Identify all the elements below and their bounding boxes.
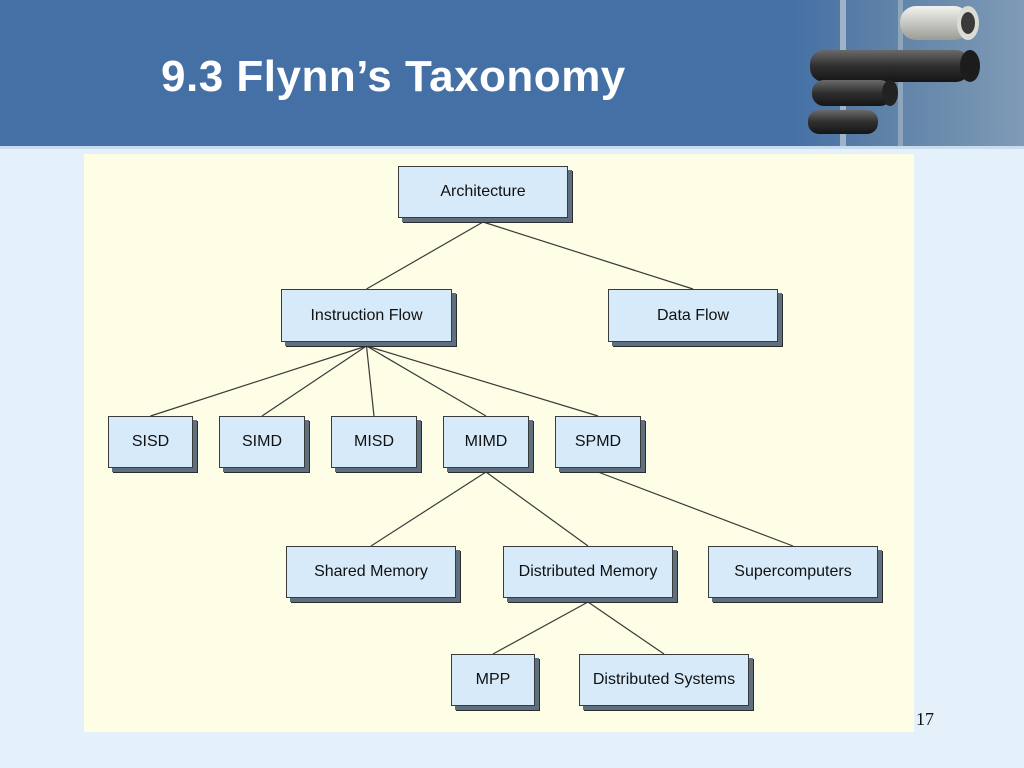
node-instruction-flow: Instruction Flow: [281, 289, 452, 342]
node-spmd-label: SPMD: [574, 433, 622, 450]
edge-mimd-to-shared_memory: [370, 471, 487, 547]
connector-lines: [150, 221, 794, 655]
edge-instruction_flow-to-misd: [365, 345, 375, 417]
node-misd: MISD: [331, 416, 417, 468]
node-data-flow-label: Data Flow: [656, 306, 730, 324]
node-distributed-memory: Distributed Memory: [503, 546, 673, 598]
node-data-flow: Data Flow: [608, 289, 778, 342]
node-mimd-label: MIMD: [464, 433, 508, 450]
node-supercomputers: Supercomputers: [708, 546, 878, 598]
page-number: 17: [916, 709, 934, 729]
edge-instruction_flow-to-mimd: [366, 345, 487, 417]
edge-instruction_flow-to-sisd: [150, 345, 367, 417]
edge-architecture-to-data_flow: [482, 221, 694, 290]
node-mpp-label: MPP: [475, 671, 511, 688]
node-sisd: SISD: [108, 416, 193, 468]
node-simd: SIMD: [219, 416, 305, 468]
node-architecture: Architecture: [398, 166, 568, 218]
node-sisd-label: SISD: [131, 433, 170, 450]
node-supercomputers-label: Supercomputers: [734, 563, 852, 580]
slide-title: 9.3 Flynn’s Taxonomy: [161, 52, 626, 101]
edge-architecture-to-instruction_flow: [366, 221, 484, 290]
diagram-panel: Architecture Instruction Flow Data Flow …: [84, 154, 914, 732]
node-simd-label: SIMD: [242, 433, 282, 450]
node-mpp: MPP: [451, 654, 535, 706]
edge-instruction_flow-to-simd: [261, 345, 367, 417]
node-misd-label: MISD: [354, 433, 394, 450]
edge-instruction_flow-to-spmd: [366, 345, 599, 417]
node-shared-memory: Shared Memory: [286, 546, 456, 598]
node-mimd: MIMD: [443, 416, 529, 468]
node-distributed-systems-label: Distributed Systems: [592, 671, 736, 688]
node-distributed-memory-label: Distributed Memory: [518, 563, 658, 580]
node-architecture-label: Architecture: [440, 183, 526, 200]
edge-mimd-to-distributed_memory: [485, 471, 589, 547]
edge-distributed_memory-to-distributed_systems: [587, 601, 665, 655]
edge-distributed_memory-to-mpp: [492, 601, 589, 655]
edge-spmd-to-supercomputers: [597, 471, 794, 547]
node-distributed-systems: Distributed Systems: [579, 654, 749, 706]
node-instruction-flow-label: Instruction Flow: [310, 306, 423, 324]
pipes-decoration-image: [790, 0, 1024, 146]
node-spmd: SPMD: [555, 416, 641, 468]
slide-header: 9.3 Flynn’s Taxonomy: [0, 0, 1024, 149]
node-shared-memory-label: Shared Memory: [314, 563, 428, 580]
